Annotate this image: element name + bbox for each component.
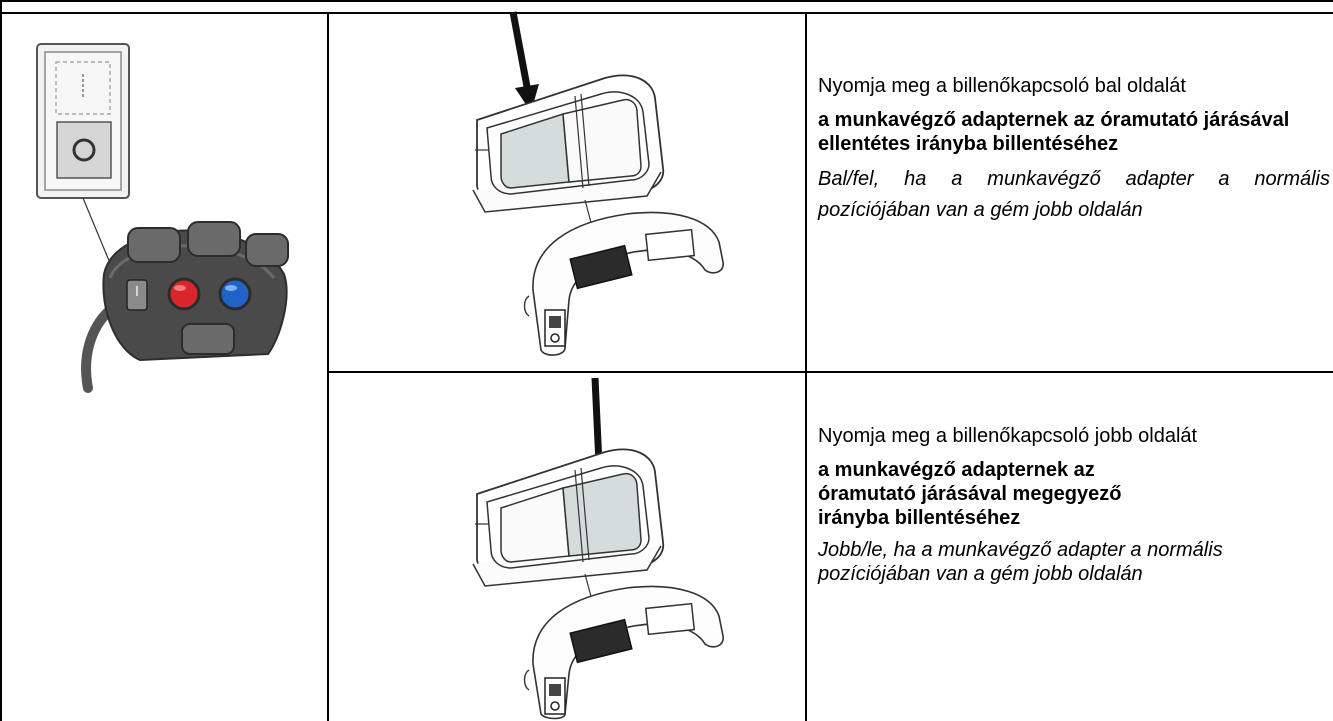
- handle-outline: [523, 585, 724, 720]
- rocker-switch: [472, 448, 665, 587]
- rocker-switch-closeup: [36, 43, 130, 199]
- joystick-handle: [81, 221, 289, 393]
- row-1-instruction: Nyomja meg a billenőkapcsoló bal oldalát: [818, 75, 1186, 97]
- top-left-button: [127, 227, 181, 263]
- pressed-half: [562, 472, 642, 557]
- press-arrow: [509, 11, 539, 112]
- row-2-note: Jobb/le, ha a munkavégző adapter a normá…: [818, 539, 1223, 585]
- rocker-illustration-right-press: [472, 377, 724, 720]
- red-button: [167, 277, 201, 311]
- column-divider-1: [327, 12, 329, 721]
- table-header-rule: [0, 12, 1333, 14]
- row-2-text: Nyomja meg a billenőkapcsoló jobb oldalá…: [818, 424, 1330, 586]
- row-1-note: Bal/fel, ha a munkavégző adapter a normá…: [818, 168, 1330, 221]
- row-1-text: Nyomja meg a billenőkapcsoló bal oldalát…: [818, 74, 1330, 226]
- row-divider: [327, 371, 1333, 373]
- top-right-button: [245, 233, 289, 267]
- bottom-button: [181, 323, 235, 355]
- column-divider-2: [805, 12, 807, 721]
- table-top-border: [0, 0, 1333, 2]
- rocker-switch: [472, 74, 665, 213]
- pressed-half: [500, 112, 570, 189]
- blue-button: [218, 277, 252, 311]
- top-middle-button: [187, 221, 241, 257]
- handle-outline: [523, 211, 724, 356]
- rocker-illustration-left-press: [472, 11, 724, 356]
- row-2-purpose: a munkavégző adapternek az óramutató jár…: [818, 459, 1122, 529]
- table-left-border: [0, 0, 2, 721]
- row-2-instruction: Nyomja meg a billenőkapcsoló jobb oldalá…: [818, 425, 1198, 447]
- control-handle-illustration: [36, 43, 289, 393]
- row-1-purpose: a munkavégző adapternek az óramutató jár…: [818, 109, 1290, 155]
